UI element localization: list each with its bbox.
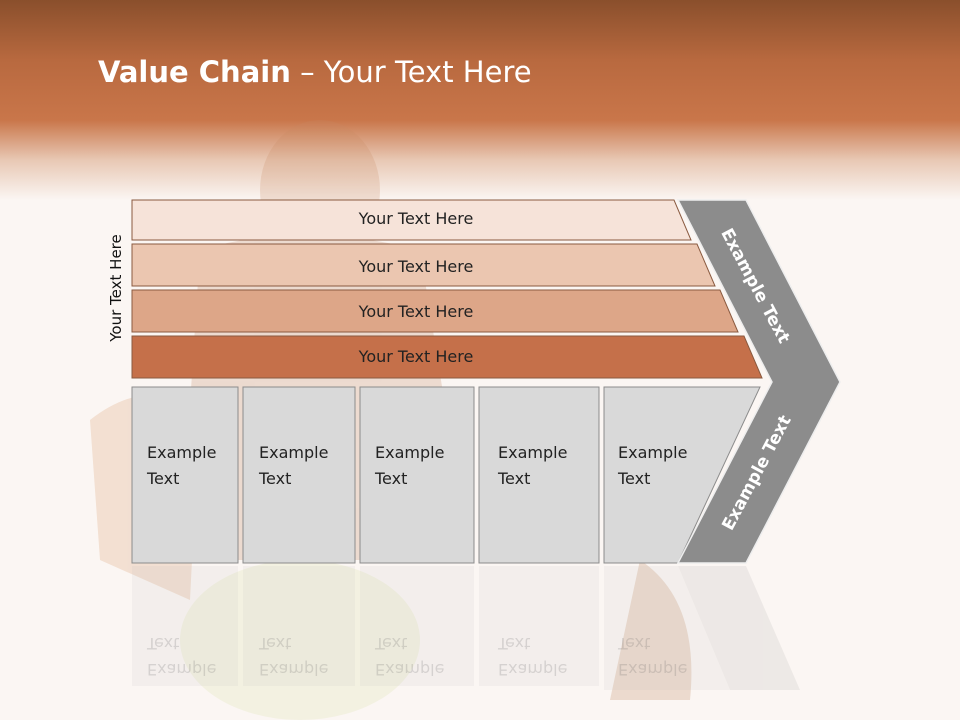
bar-3-label: Your Text Here xyxy=(358,302,474,321)
bar-1-label: Your Text Here xyxy=(358,209,474,228)
box-1 xyxy=(131,386,239,564)
bar-3 xyxy=(131,289,739,333)
box-2-line-2: Text xyxy=(259,469,292,488)
header-band xyxy=(0,0,960,200)
title-bold: Value Chain xyxy=(98,55,291,89)
box-3-line-1: Example xyxy=(375,443,445,462)
box-1-line-2: Text xyxy=(147,469,180,488)
chevron-arrow xyxy=(676,199,841,564)
box-5-line-2: Text xyxy=(618,469,651,488)
slide-title: Value Chain – Your Text Here xyxy=(98,55,532,89)
box-3-line-2: Text xyxy=(375,469,408,488)
box-3 xyxy=(359,386,475,564)
bar-4-label: Your Text Here xyxy=(358,347,474,366)
box-2-line-1: Example xyxy=(259,443,329,462)
box-1-line-1: Example xyxy=(147,443,217,462)
box-4 xyxy=(478,386,600,564)
box-4-line-1: Example xyxy=(498,443,568,462)
title-rest: – Your Text Here xyxy=(290,55,532,89)
bar-2 xyxy=(131,243,716,287)
bar-2-label: Your Text Here xyxy=(358,257,474,276)
box-5-line-1: Example xyxy=(618,443,688,462)
bar-4 xyxy=(131,335,763,379)
box-4-line-2: Text xyxy=(498,469,531,488)
box-2 xyxy=(242,386,356,564)
bar-1 xyxy=(131,199,692,241)
